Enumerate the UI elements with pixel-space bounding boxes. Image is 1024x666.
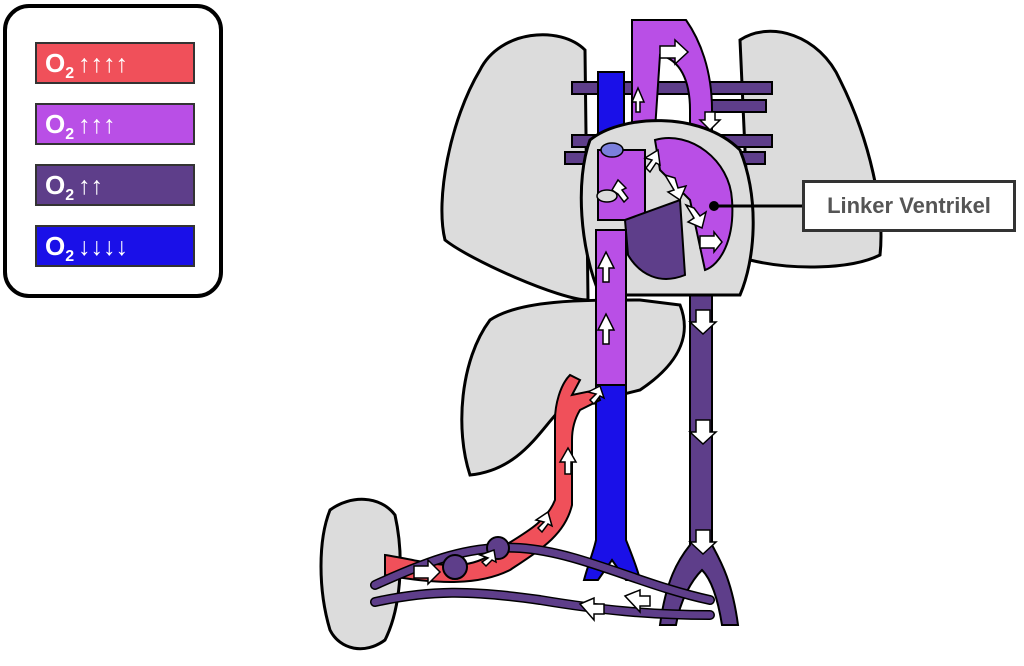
arrow-icon (413, 558, 442, 586)
arrow-icon (688, 529, 718, 556)
arrow-icon (659, 38, 690, 66)
legend-symbol: O (45, 109, 66, 139)
inferior-vena-cava-lower (582, 384, 642, 581)
arrow-icon (699, 229, 723, 255)
arrow-icon (477, 548, 497, 568)
arrow-icon (688, 309, 718, 336)
legend-item-oxygen-very-high: O2↑↑↑↑ (35, 42, 195, 84)
legend-symbol: O (45, 231, 66, 261)
arrow-icon (684, 203, 708, 230)
svc-opening (600, 142, 624, 158)
legend-item-oxygen-medium: O2↑↑ (35, 164, 195, 206)
foramen-ovale (596, 189, 618, 203)
umbilical-knot (442, 554, 468, 580)
arrow-icon (698, 111, 722, 132)
legend-subscript: 2 (65, 187, 75, 204)
legend-arrows: ↑↑ (78, 172, 104, 200)
umbilical-arteries-fill (371, 544, 714, 619)
arrow-icon (558, 446, 578, 475)
legend-arrows: ↑↑↑↑ (78, 50, 129, 78)
arrow-icon (610, 178, 629, 204)
arrow-icon (630, 86, 646, 113)
arrow-icon (596, 250, 616, 283)
legend-arrows: ↑↑↑ (78, 111, 116, 139)
flow-arrows (413, 38, 723, 622)
legend-subscript: 2 (65, 248, 75, 265)
arrow-icon (643, 148, 661, 174)
placenta (319, 497, 402, 651)
arrow-icon (688, 419, 718, 446)
legend-arrows: ↓↓↓↓ (78, 233, 129, 261)
callout-dot (709, 201, 719, 211)
callout-label: Linker Ventrikel (802, 180, 1016, 232)
legend-item-oxygen-high: O2↑↑↑ (35, 103, 195, 145)
legend-item-oxygen-low: O2↓↓↓↓ (35, 225, 195, 267)
legend-symbol: O (45, 48, 66, 78)
legend-symbol: O (45, 170, 66, 200)
legend-subscript: 2 (65, 65, 75, 82)
descending-aorta (658, 289, 740, 626)
arrow-icon (596, 312, 616, 345)
arrow-icon (585, 384, 606, 406)
legend: O2↑↑↑↑ O2↑↑↑ O2↑↑ O2↓↓↓↓ (3, 4, 223, 298)
left-lung (440, 33, 590, 302)
inferior-vena-cava-upper (595, 229, 627, 386)
legend-subscript: 2 (65, 126, 75, 143)
arrow-icon (534, 510, 554, 534)
arrow-icon (578, 596, 605, 622)
right-ventricle (623, 198, 687, 280)
arrow-icon (663, 173, 688, 202)
arrow-icon (623, 588, 651, 614)
